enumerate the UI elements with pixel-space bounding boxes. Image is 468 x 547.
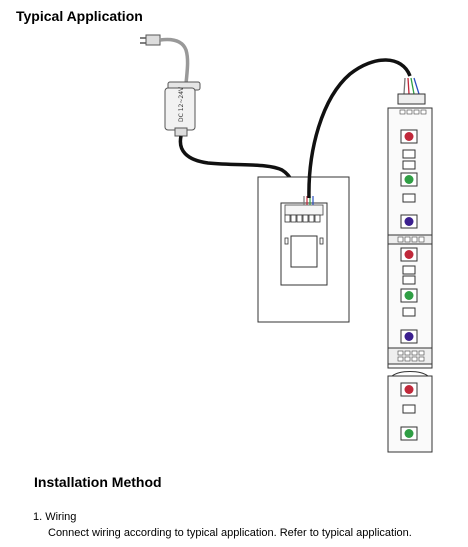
led-chip-red [400, 247, 418, 262]
wiring-diagram: DC 12~24V [140, 34, 433, 453]
power-supply: DC 12~24V [164, 81, 201, 137]
strip-cable [307, 58, 412, 199]
led-chip-purple [400, 329, 418, 344]
strip-connector-wires [403, 77, 420, 95]
power-supply-label: DC 12~24V [178, 86, 185, 122]
led-strip-segment-2 [387, 371, 433, 453]
power-plug [140, 34, 161, 46]
led-chip-green [400, 288, 418, 303]
page-title: Typical Application [16, 8, 143, 24]
led-chip-green [400, 426, 418, 441]
step-text: Connect wiring according to typical appl… [48, 527, 412, 539]
ac-input-cable [159, 37, 190, 85]
controller [280, 202, 328, 286]
step-label: 1. Wiring [33, 511, 77, 523]
led-strip-segment-1 [387, 107, 433, 369]
led-chip-purple [400, 214, 418, 229]
installation-method-title: Installation Method [34, 474, 162, 490]
led-chip-red [400, 129, 418, 144]
strip-connector [397, 93, 426, 105]
led-chip-red [400, 382, 418, 397]
led-chip-green [400, 172, 418, 187]
